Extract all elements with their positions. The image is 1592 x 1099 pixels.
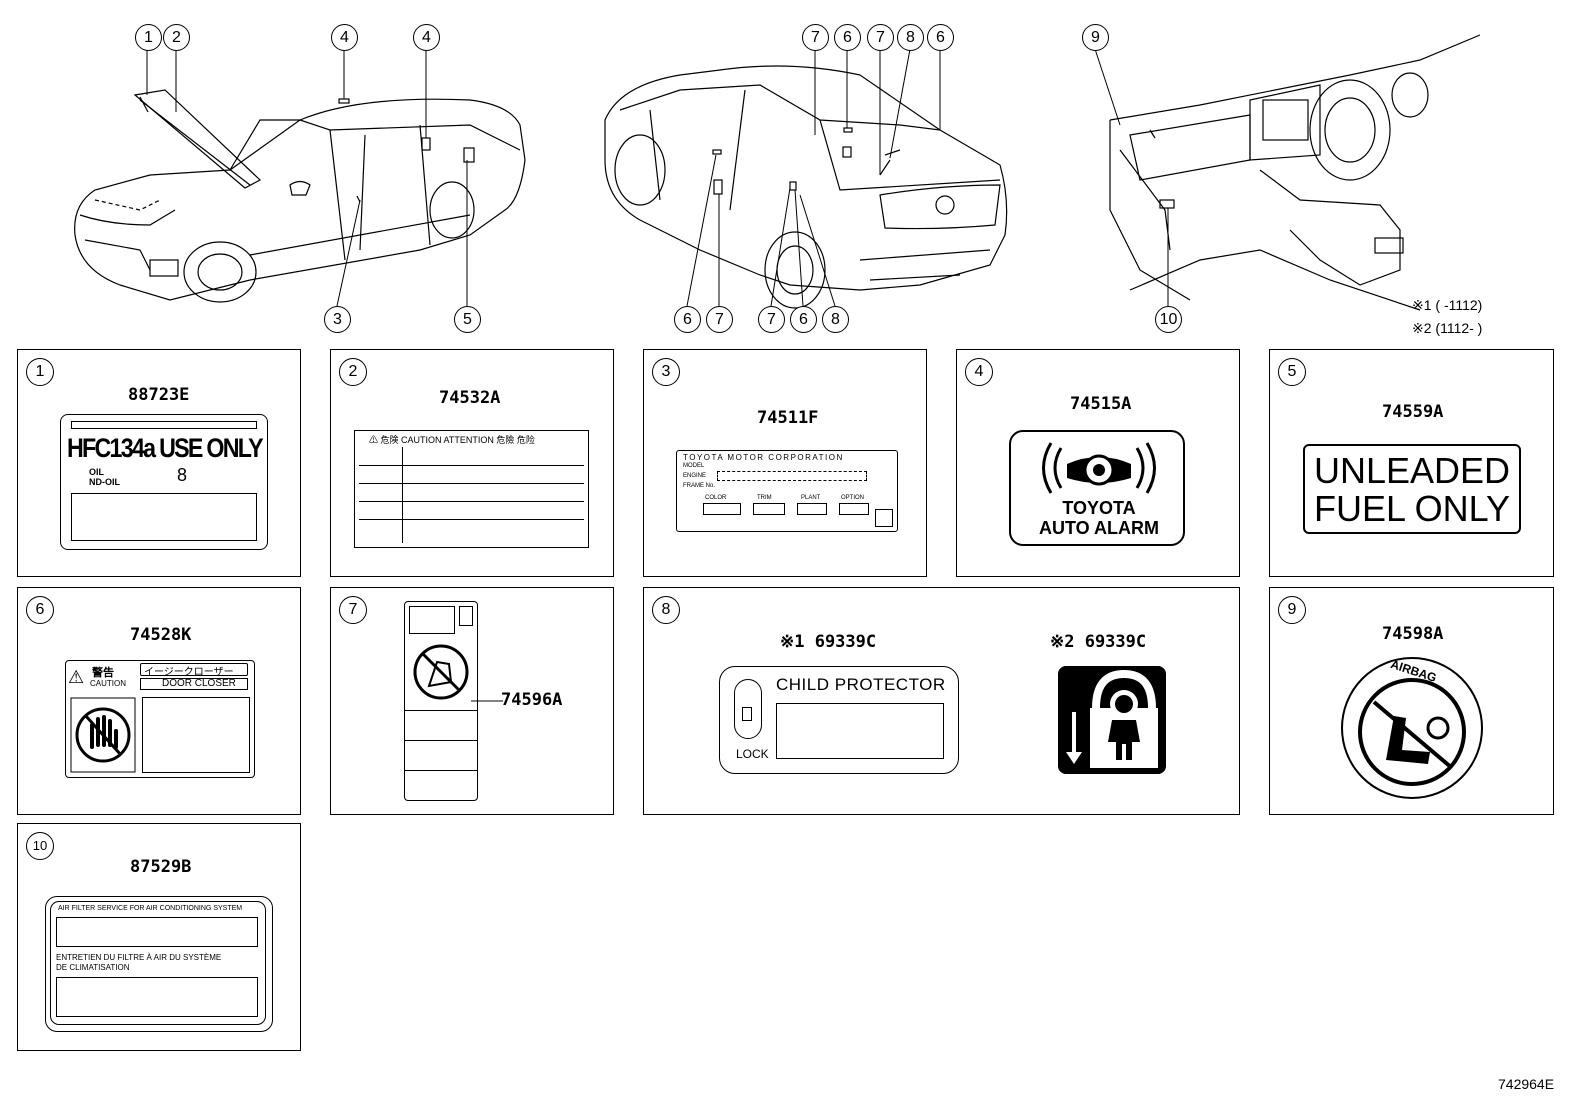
part-number: 74528K xyxy=(130,625,192,645)
callout-1: 1 xyxy=(135,24,162,51)
lock-text: LOCK xyxy=(736,747,769,761)
panel-4: 4 74515A TOYOTA AUTO ALARM xyxy=(956,349,1240,577)
unleaded-line-2: FUEL ONLY xyxy=(1313,488,1511,529)
label-vin-plate: TOYOTA MOTOR CORPORATION MODEL ENGINE FR… xyxy=(676,450,898,532)
code-field-trim: TRIM xyxy=(757,495,772,501)
door-en-text: DOOR CLOSER xyxy=(162,678,236,689)
label-unleaded: UNLEADED FUEL ONLY xyxy=(1303,444,1521,534)
alarm-line-2: AUTO ALARM xyxy=(1039,518,1159,538)
part-number: 74596A xyxy=(501,690,563,710)
child-protector-text: CHILD PROTECTOR xyxy=(776,675,946,694)
label-auto-alarm: TOYOTA AUTO ALARM xyxy=(1009,430,1185,546)
hfc-text: HFC134a USE ONLY xyxy=(67,433,264,463)
caution-header: ⚠ 危険 CAUTION ATTENTION 危險 危险 xyxy=(369,435,535,445)
oil-number: 8 xyxy=(177,465,188,485)
part-number: 87529B xyxy=(130,857,192,877)
panel-5: 5 74559A UNLEADED FUEL ONLY xyxy=(1269,349,1554,577)
panel-number: 1 xyxy=(26,358,54,386)
caution-small-text: CAUTION xyxy=(90,679,126,688)
car-rear-view xyxy=(604,65,1008,309)
part-number: 88723E xyxy=(128,385,190,405)
part-number: 74515A xyxy=(1070,394,1132,414)
panel-3: 3 74511F TOYOTA MOTOR CORPORATION MODEL … xyxy=(643,349,927,577)
no-hand-icon xyxy=(70,697,136,773)
vehicle-illustrations xyxy=(74,34,1481,311)
vin-field-frame: FRAME No. xyxy=(683,483,716,489)
code-field-option: OPTION xyxy=(841,495,865,501)
car-front-view xyxy=(74,89,526,303)
label-caution: ⚠ 危険 CAUTION ATTENTION 危險 危险 xyxy=(354,430,589,548)
oil-text: OIL xyxy=(89,467,104,477)
callout-8: 8 xyxy=(822,306,849,333)
alarm-icon xyxy=(1042,442,1156,494)
footnote-1: ※1 ( -1112) xyxy=(1412,297,1483,313)
panel-number: 7 xyxy=(339,596,367,624)
panel-number: 2 xyxy=(339,358,367,386)
panel-8: 8 ※1 69339C ※2 69339C CHILD PROTECTOR LO… xyxy=(643,587,1240,815)
panel-10: 10 87529B AIR FILTER SERVICE FOR AIR CON… xyxy=(17,823,301,1051)
vin-field-model: MODEL xyxy=(683,463,705,469)
door-jp-text: イージークローザー xyxy=(144,667,234,678)
panel-number: 9 xyxy=(1278,596,1306,624)
dashboard-view xyxy=(1109,34,1481,311)
callout-2: 2 xyxy=(163,24,190,51)
child-lock-icon xyxy=(1058,666,1166,774)
panel-1: 1 88723E HFC134a USE ONLY OIL ND-OIL 8 xyxy=(17,349,301,577)
panel-number: 4 xyxy=(965,358,993,386)
vin-field-engine: ENGINE xyxy=(683,473,707,479)
panel-2: 2 74532A ⚠ 危険 CAUTION ATTENTION 危險 危险 xyxy=(330,349,614,577)
callout-6: 6 xyxy=(834,24,861,51)
warning-triangle-icon: ⚠ xyxy=(68,667,85,687)
part-number-type-2: ※2 69339C xyxy=(1050,632,1147,652)
label-door-closer: ⚠ 警告 CAUTION イージークローザー DOOR CLOSER xyxy=(65,660,255,778)
unleaded-line-1: UNLEADED xyxy=(1313,450,1511,491)
callout-4: 4 xyxy=(413,24,440,51)
callout-7: 7 xyxy=(802,24,829,51)
callout-7: 7 xyxy=(867,24,894,51)
callout-7: 7 xyxy=(706,306,733,333)
panel-number: 10 xyxy=(26,832,54,860)
label-child-protector: CHILD PROTECTOR LOCK xyxy=(719,666,959,774)
part-number-type-1: ※1 69339C xyxy=(780,632,877,652)
air-filter-fr-text-2: DE CLIMATISATION xyxy=(56,963,130,972)
warn-jp-text: 警告 xyxy=(92,667,114,679)
panel-number: 3 xyxy=(652,358,680,386)
panel-6: 6 74528K ⚠ 警告 CAUTION イージークローザー DOOR CLO… xyxy=(17,587,301,815)
callout-6: 6 xyxy=(790,306,817,333)
callout-8: 8 xyxy=(897,24,924,51)
callout-5: 5 xyxy=(454,306,481,333)
callout-7: 7 xyxy=(758,306,785,333)
label-tire-info xyxy=(404,601,478,801)
panel-number: 5 xyxy=(1278,358,1306,386)
part-number: 74598A xyxy=(1382,624,1444,644)
airbag-warning-icon xyxy=(1341,657,1483,799)
diagram-code: 742964E xyxy=(1498,1076,1555,1092)
air-filter-fr-text-1: ENTRETIEN DU FILTRE À AIR DU SYSTÈME xyxy=(56,953,222,962)
label-air-filter: AIR FILTER SERVICE FOR AIR CONDITIONING … xyxy=(45,896,273,1032)
label-hfc134a: HFC134a USE ONLY OIL ND-OIL 8 xyxy=(60,414,268,550)
panel-number: 6 xyxy=(26,596,54,624)
alarm-line-1: TOYOTA xyxy=(1062,498,1136,518)
panel-9: 9 74598A AIRBAG xyxy=(1269,587,1554,815)
air-filter-en-text: AIR FILTER SERVICE FOR AIR CONDITIONING … xyxy=(58,905,243,912)
callout-9: 9 xyxy=(1082,24,1109,51)
part-number: 74532A xyxy=(439,388,501,408)
panel-7: 7 74596A xyxy=(330,587,614,815)
callout-6: 6 xyxy=(927,24,954,51)
callout-10: 10 xyxy=(1155,306,1182,333)
part-number: 74511F xyxy=(757,408,819,428)
code-field-color: COLOR xyxy=(705,495,727,501)
footnote-2: ※2 (1112- ) xyxy=(1412,320,1483,336)
no-child-seat-icon xyxy=(413,644,469,700)
oil-type-text: ND-OIL xyxy=(89,477,120,487)
corp-text: TOYOTA MOTOR CORPORATION xyxy=(683,453,844,462)
callout-4: 4 xyxy=(331,24,358,51)
callout-6: 6 xyxy=(674,306,701,333)
part-number: 74559A xyxy=(1382,402,1444,422)
panel-number: 8 xyxy=(652,596,680,624)
code-field-plant: PLANT xyxy=(801,495,821,501)
callout-3: 3 xyxy=(324,306,351,333)
